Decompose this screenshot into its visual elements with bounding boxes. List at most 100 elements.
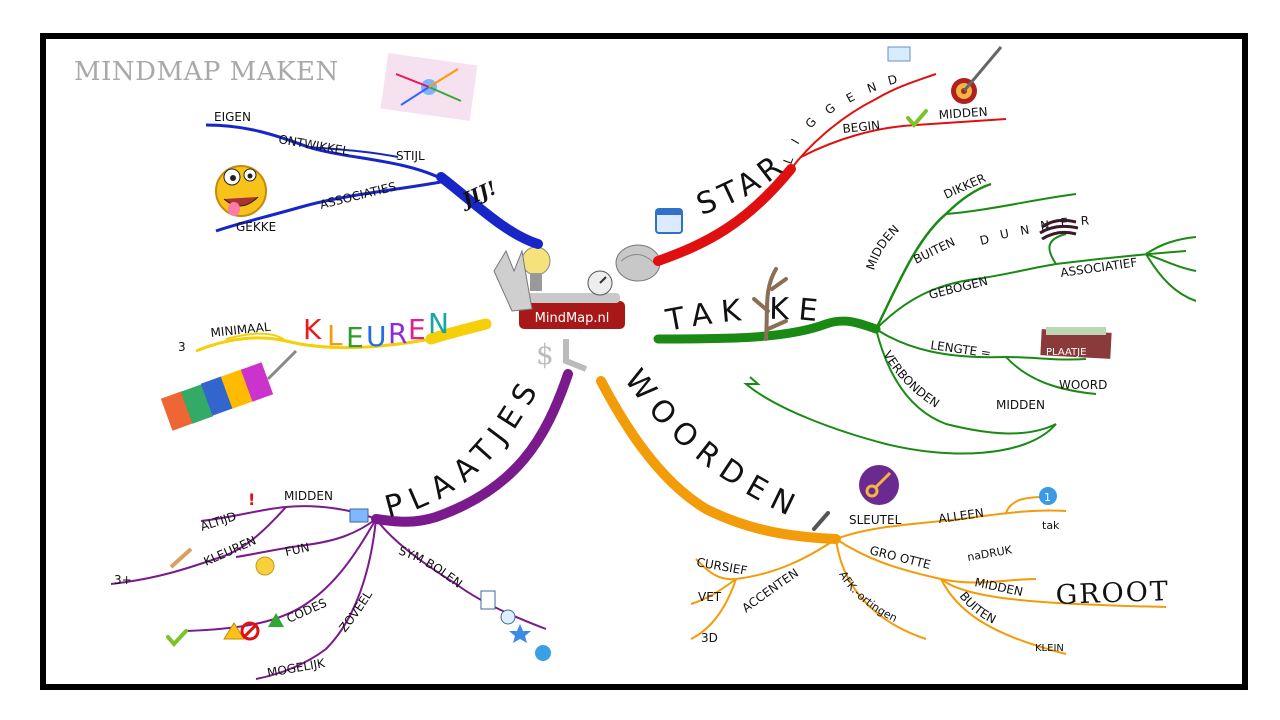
light-bulb-icon	[521, 246, 551, 291]
branch-jij: JIJ! EIGEN ONTWIKKEL STIJL ASSOCIATIES G…	[205, 53, 543, 249]
smiley-icon	[255, 556, 275, 576]
plaatjes-fun: FUN	[284, 540, 311, 559]
woorden-afkortingen: AFK.-ortingen	[836, 569, 899, 625]
kleuren-letter-e1: E	[346, 321, 364, 354]
woorden-midden: MIDDEN	[973, 575, 1024, 599]
mindmap-frame: MINDMAP MAKEN	[40, 33, 1248, 690]
takken-plaatje: PLAATJE	[1046, 347, 1086, 358]
svg-text:!: !	[248, 490, 255, 509]
woorden-klein: KLEIN	[1035, 643, 1064, 654]
paintbrush-icon	[169, 547, 193, 569]
woorden-cursief: CURSIEF	[695, 555, 748, 578]
central-image: $ MindMap.nl	[493, 244, 661, 372]
key-icon	[859, 465, 899, 505]
plaatjes-zoveel: ZOVEEL	[336, 588, 375, 635]
start-letter-4: G	[822, 101, 838, 118]
jij-gekke: GEKKE	[236, 220, 276, 234]
pen-icon	[812, 511, 830, 531]
branch-woorden: WOORDEN SLEUTEL ALLEEN tak GRO OTTE naDR…	[596, 363, 1170, 655]
jij-associaties: ASSOCIATIES	[318, 179, 397, 211]
mindmap-thumbnail-icon	[380, 53, 478, 121]
takken-woord: WOORD	[1059, 378, 1107, 392]
takken-dunner-e: E	[1060, 215, 1069, 230]
kleuren-letter-e2: E	[408, 313, 426, 346]
plaatjes-kleuren: KLEUREN	[202, 533, 259, 568]
takken-buiten: BUITEN	[911, 235, 957, 267]
crazy-smiley-icon	[215, 165, 267, 217]
triangle-icon	[268, 613, 284, 627]
start-letter-1: L	[781, 155, 797, 166]
woorden-vet: VET	[698, 590, 722, 604]
start-begin: BEGIN	[842, 118, 881, 136]
takken-dunner-n1: N	[1019, 223, 1030, 238]
kleuren-letter-r: R	[388, 317, 407, 350]
kleuren-letter-n: N	[428, 307, 449, 340]
help-icon	[535, 645, 551, 661]
plaatjes-midden: MIDDEN	[284, 489, 333, 503]
jij-eigen: EIGEN	[214, 110, 251, 124]
woorden-sleutel: SLEUTEL	[849, 513, 902, 527]
exclamation-icon: !	[248, 490, 255, 509]
takken-gebogen: GEBOGEN	[927, 274, 989, 302]
woorden-tak: tak	[1042, 519, 1060, 532]
svg-text:1: 1	[1044, 491, 1051, 504]
calendar-icon	[655, 208, 683, 234]
woorden-3d: 3D	[701, 631, 718, 645]
svg-text:$: $	[536, 338, 554, 371]
takken-midden-2: MIDDEN	[996, 398, 1045, 412]
hand-icon	[493, 249, 533, 312]
jij-ontwikkel: ONTWIKKEL	[277, 132, 350, 158]
bracket-icon	[563, 339, 588, 372]
plaatjes-codes: CODES	[285, 596, 329, 626]
warning-icon	[223, 622, 245, 640]
forbidden-icon	[240, 621, 260, 641]
kleuren-minimaal: MINIMAAL	[210, 320, 272, 340]
book-icon	[1040, 327, 1112, 359]
mindmap-canvas: $ MindMap.nl JIJ! EIGEN ONTWIKKEL STIJL …	[46, 39, 1197, 680]
target-icon	[951, 46, 1003, 104]
start-letter-6: N	[865, 80, 878, 96]
central-knife-top	[524, 293, 620, 303]
kleuren-letter-k: K	[303, 313, 322, 346]
woorden-alleen: ALLEEN	[937, 506, 984, 526]
kleuren-letter-u: U	[366, 320, 387, 353]
woorden-accenten: ACCENTEN	[739, 566, 801, 616]
kleuren-letter-l: L	[327, 319, 343, 352]
plaatjes-altijd: ALTIJD	[199, 509, 238, 534]
checkmark-green-icon	[166, 629, 188, 648]
hair-strands-icon	[1039, 218, 1079, 241]
takken-dunner-r: R	[1080, 213, 1089, 228]
plaatjes-mogelijk: MOGELIJK	[266, 656, 327, 680]
takken-lengte: LENGTE =	[930, 338, 992, 360]
kleuren-3: 3	[178, 340, 186, 354]
branch-kleuren: MINIMAAL 3 K L E U R E N	[160, 307, 492, 431]
plaatjes-3plus: 3+	[114, 573, 132, 587]
jij-stijl: STIJL	[396, 149, 425, 163]
start-letter-5: E	[844, 90, 857, 106]
central-knife-body	[519, 301, 625, 329]
tree-branch-icon	[752, 267, 788, 341]
start-letter-3: G	[803, 115, 820, 131]
colored-pencils-icon	[160, 349, 298, 431]
central-label: MindMap.nl	[535, 311, 610, 326]
takken-dunner-d: D	[978, 232, 990, 248]
takken-midden: MIDDEN	[864, 222, 902, 272]
checkmark-icon	[906, 109, 928, 129]
branch-start: START L I G G E N D BEGIN MIDDEN	[46, 39, 1007, 266]
document-icon	[480, 590, 496, 610]
info-icon	[500, 609, 516, 625]
page-title: MINDMAP MAKEN	[74, 57, 339, 87]
takken-dunner-u: U	[999, 226, 1011, 242]
brain-icon	[615, 244, 661, 282]
woorden-nadruk: naDRUK	[966, 543, 1013, 564]
start-letter-2: I	[788, 136, 802, 146]
woorden-groot: GROOT	[1055, 576, 1170, 611]
start-midden: MIDDEN	[938, 105, 988, 122]
screen-icon	[887, 46, 911, 62]
number-one-icon: 1	[1039, 487, 1057, 505]
dollar-icon: $	[536, 338, 554, 371]
start-letter-7: D	[886, 72, 898, 88]
picture-icon	[349, 508, 369, 523]
stopwatch-icon	[587, 270, 613, 296]
branch-kleuren-label: K L E U R E N	[303, 307, 449, 354]
